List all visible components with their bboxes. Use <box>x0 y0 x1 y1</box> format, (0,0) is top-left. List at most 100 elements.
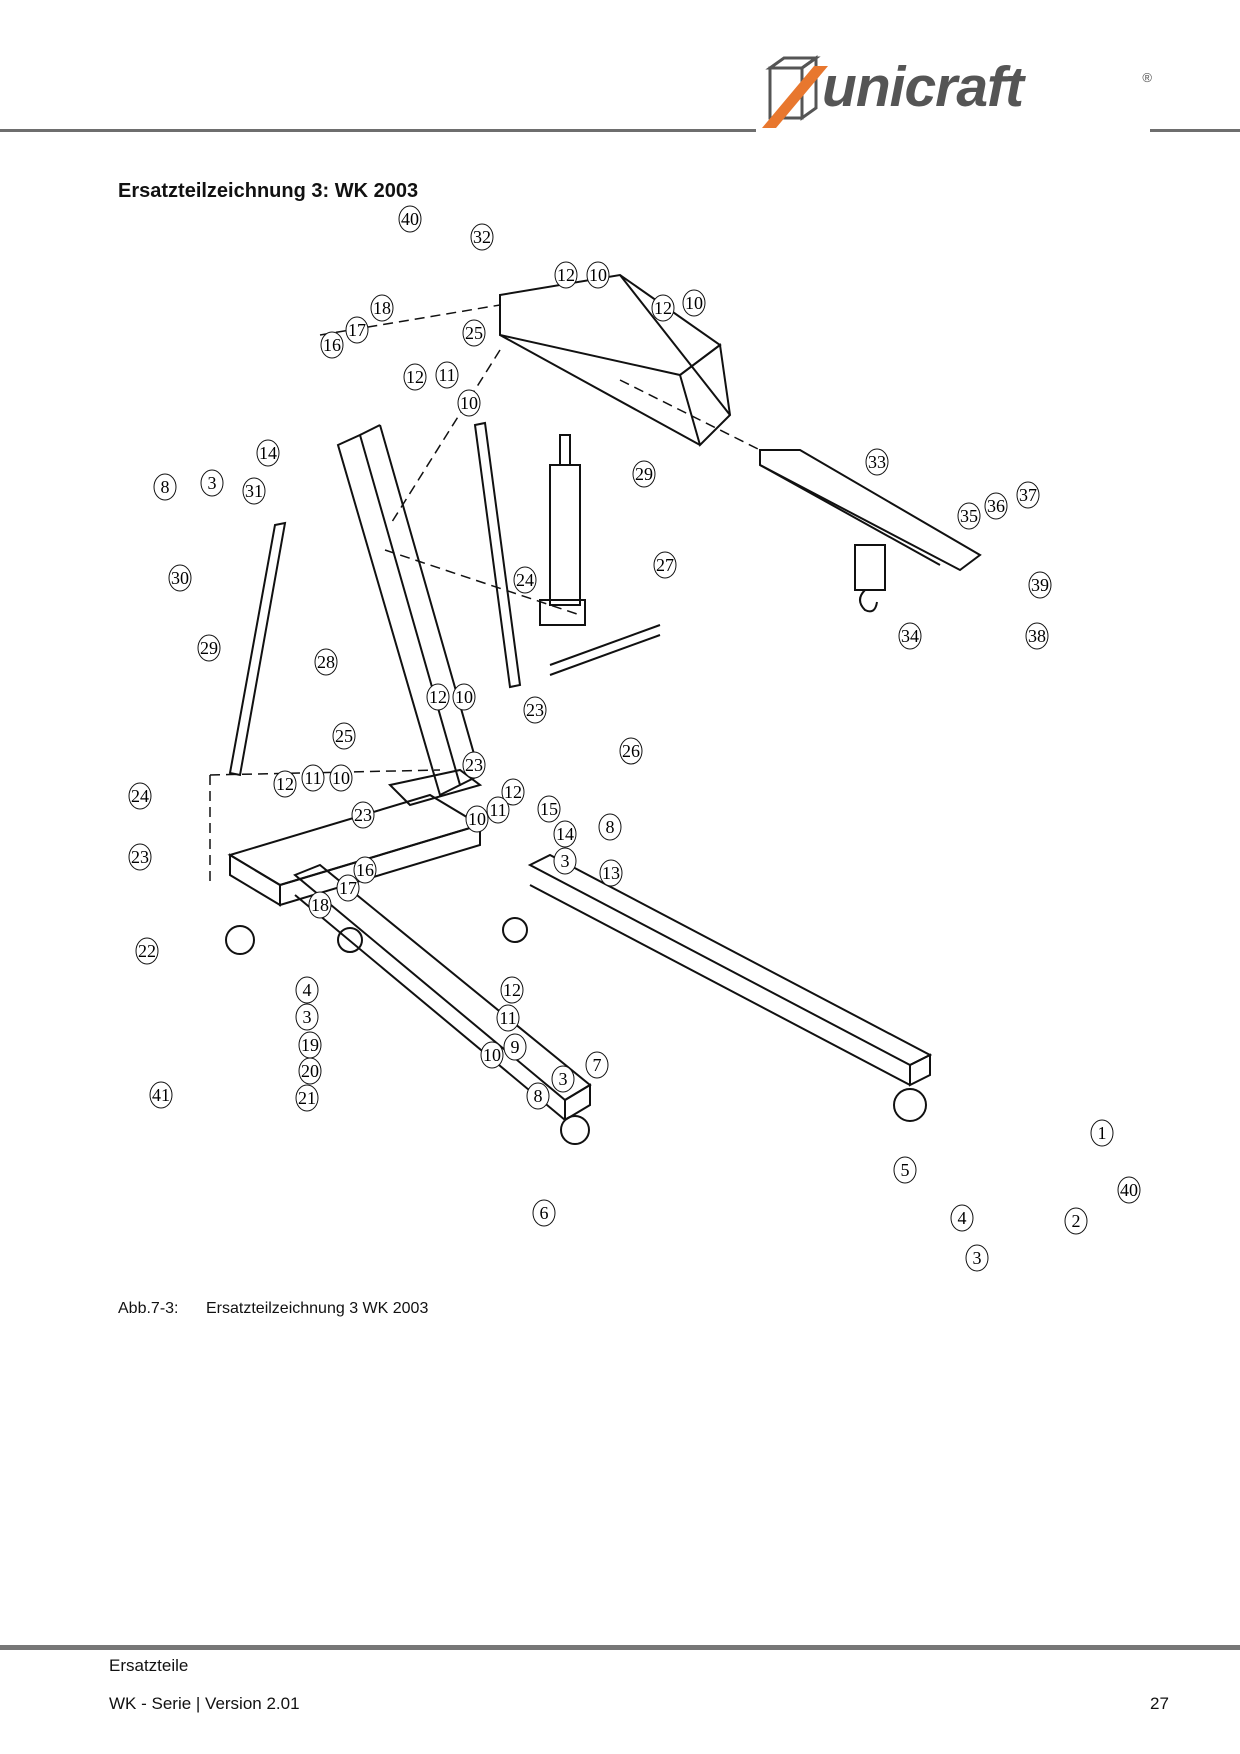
svg-text:11: 11 <box>499 1008 516 1028</box>
svg-text:2: 2 <box>1072 1211 1081 1231</box>
part-label: 4 <box>950 1204 974 1232</box>
svg-text:40: 40 <box>1120 1180 1138 1200</box>
part-label: 18 <box>308 891 332 919</box>
svg-text:3: 3 <box>559 1069 568 1089</box>
part-label: 12 <box>554 261 578 289</box>
part-label: 27 <box>653 551 677 579</box>
part-label: 3 <box>965 1244 989 1272</box>
part-label: 32 <box>470 223 494 251</box>
part-label: 8 <box>598 813 622 841</box>
svg-text:3: 3 <box>973 1248 982 1268</box>
part-label: 10 <box>329 764 353 792</box>
drawing-lines <box>225 273 982 1145</box>
part-label: 3 <box>295 1003 319 1031</box>
part-label: 33 <box>865 448 889 476</box>
svg-text:5: 5 <box>901 1160 910 1180</box>
part-label: 23 <box>523 696 547 724</box>
part-label: 36 <box>984 492 1008 520</box>
part-label: 15 <box>537 795 561 823</box>
part-label: 3 <box>200 469 224 497</box>
svg-text:30: 30 <box>171 568 189 588</box>
part-label: 41 <box>149 1081 173 1109</box>
svg-text:36: 36 <box>987 496 1005 516</box>
svg-text:28: 28 <box>317 652 335 672</box>
svg-text:27: 27 <box>656 555 674 575</box>
part-label: 3 <box>553 847 577 875</box>
part-label: 10 <box>682 289 706 317</box>
part-label: 39 <box>1028 571 1052 599</box>
svg-text:26: 26 <box>622 741 640 761</box>
svg-text:41: 41 <box>152 1085 170 1105</box>
part-label: 24 <box>128 782 152 810</box>
part-label: 29 <box>632 460 656 488</box>
svg-text:11: 11 <box>438 365 455 385</box>
part-label: 10 <box>452 683 476 711</box>
figure-caption-text: Ersatzteilzeichnung 3 WK 2003 <box>206 1300 429 1317</box>
svg-text:17: 17 <box>339 878 357 898</box>
svg-text:14: 14 <box>259 443 277 463</box>
part-label: 17 <box>336 874 360 902</box>
part-label: 25 <box>462 319 486 347</box>
part-label: 22 <box>135 937 159 965</box>
part-label: 24 <box>513 566 537 594</box>
part-label: 10 <box>480 1041 504 1069</box>
svg-text:10: 10 <box>468 809 486 829</box>
svg-text:12: 12 <box>429 687 447 707</box>
svg-text:23: 23 <box>354 805 372 825</box>
assembly-dash-lines <box>209 304 761 885</box>
part-label: 16 <box>320 331 344 359</box>
footer-page-number: 27 <box>1150 1694 1169 1713</box>
svg-text:12: 12 <box>557 265 575 285</box>
part-label: 31 <box>242 477 266 505</box>
figure-caption-label: Abb.7-3: <box>118 1300 179 1317</box>
part-label: 20 <box>298 1057 322 1085</box>
part-label: 11 <box>301 764 325 792</box>
part-label: 11 <box>486 796 510 824</box>
svg-text:39: 39 <box>1031 575 1049 595</box>
svg-text:10: 10 <box>589 265 607 285</box>
part-label: 12 <box>426 683 450 711</box>
svg-text:12: 12 <box>276 774 294 794</box>
part-label: 25 <box>332 722 356 750</box>
svg-text:35: 35 <box>960 506 978 526</box>
part-label: 34 <box>898 622 922 650</box>
svg-text:18: 18 <box>373 298 391 318</box>
svg-text:21: 21 <box>298 1088 316 1108</box>
svg-text:4: 4 <box>958 1208 967 1228</box>
svg-text:3: 3 <box>303 1007 312 1027</box>
part-label: 29 <box>197 634 221 662</box>
part-label: 1 <box>1090 1119 1114 1147</box>
svg-text:38: 38 <box>1028 626 1046 646</box>
part-label: 23 <box>351 801 375 829</box>
svg-text:31: 31 <box>245 481 263 501</box>
part-label: 10 <box>465 805 489 833</box>
part-label: 6 <box>532 1199 556 1227</box>
svg-text:25: 25 <box>465 323 483 343</box>
part-label: 12 <box>403 363 427 391</box>
svg-text:10: 10 <box>455 687 473 707</box>
svg-text:12: 12 <box>654 298 672 318</box>
part-label: 5 <box>893 1156 917 1184</box>
part-label: 14 <box>553 820 577 848</box>
svg-text:1: 1 <box>1098 1123 1107 1143</box>
svg-text:17: 17 <box>348 320 366 340</box>
part-label: 23 <box>462 751 486 779</box>
footer-section-label: Ersatzteile <box>109 1656 189 1675</box>
svg-text:10: 10 <box>483 1045 501 1065</box>
svg-text:16: 16 <box>323 335 341 355</box>
logo-registered-mark: ® <box>1142 70 1152 85</box>
svg-text:6: 6 <box>540 1203 549 1223</box>
part-label: 35 <box>957 502 981 530</box>
svg-text:3: 3 <box>561 851 570 871</box>
svg-text:8: 8 <box>534 1086 543 1106</box>
part-label: 4 <box>295 976 319 1004</box>
part-label: 21 <box>295 1084 319 1112</box>
svg-text:23: 23 <box>465 755 483 775</box>
part-label: 11 <box>435 361 459 389</box>
part-label: 19 <box>298 1031 322 1059</box>
svg-text:12: 12 <box>504 782 522 802</box>
svg-text:24: 24 <box>131 786 149 806</box>
part-label: 18 <box>370 294 394 322</box>
svg-text:40: 40 <box>401 209 419 229</box>
part-label: 40 <box>398 205 422 233</box>
